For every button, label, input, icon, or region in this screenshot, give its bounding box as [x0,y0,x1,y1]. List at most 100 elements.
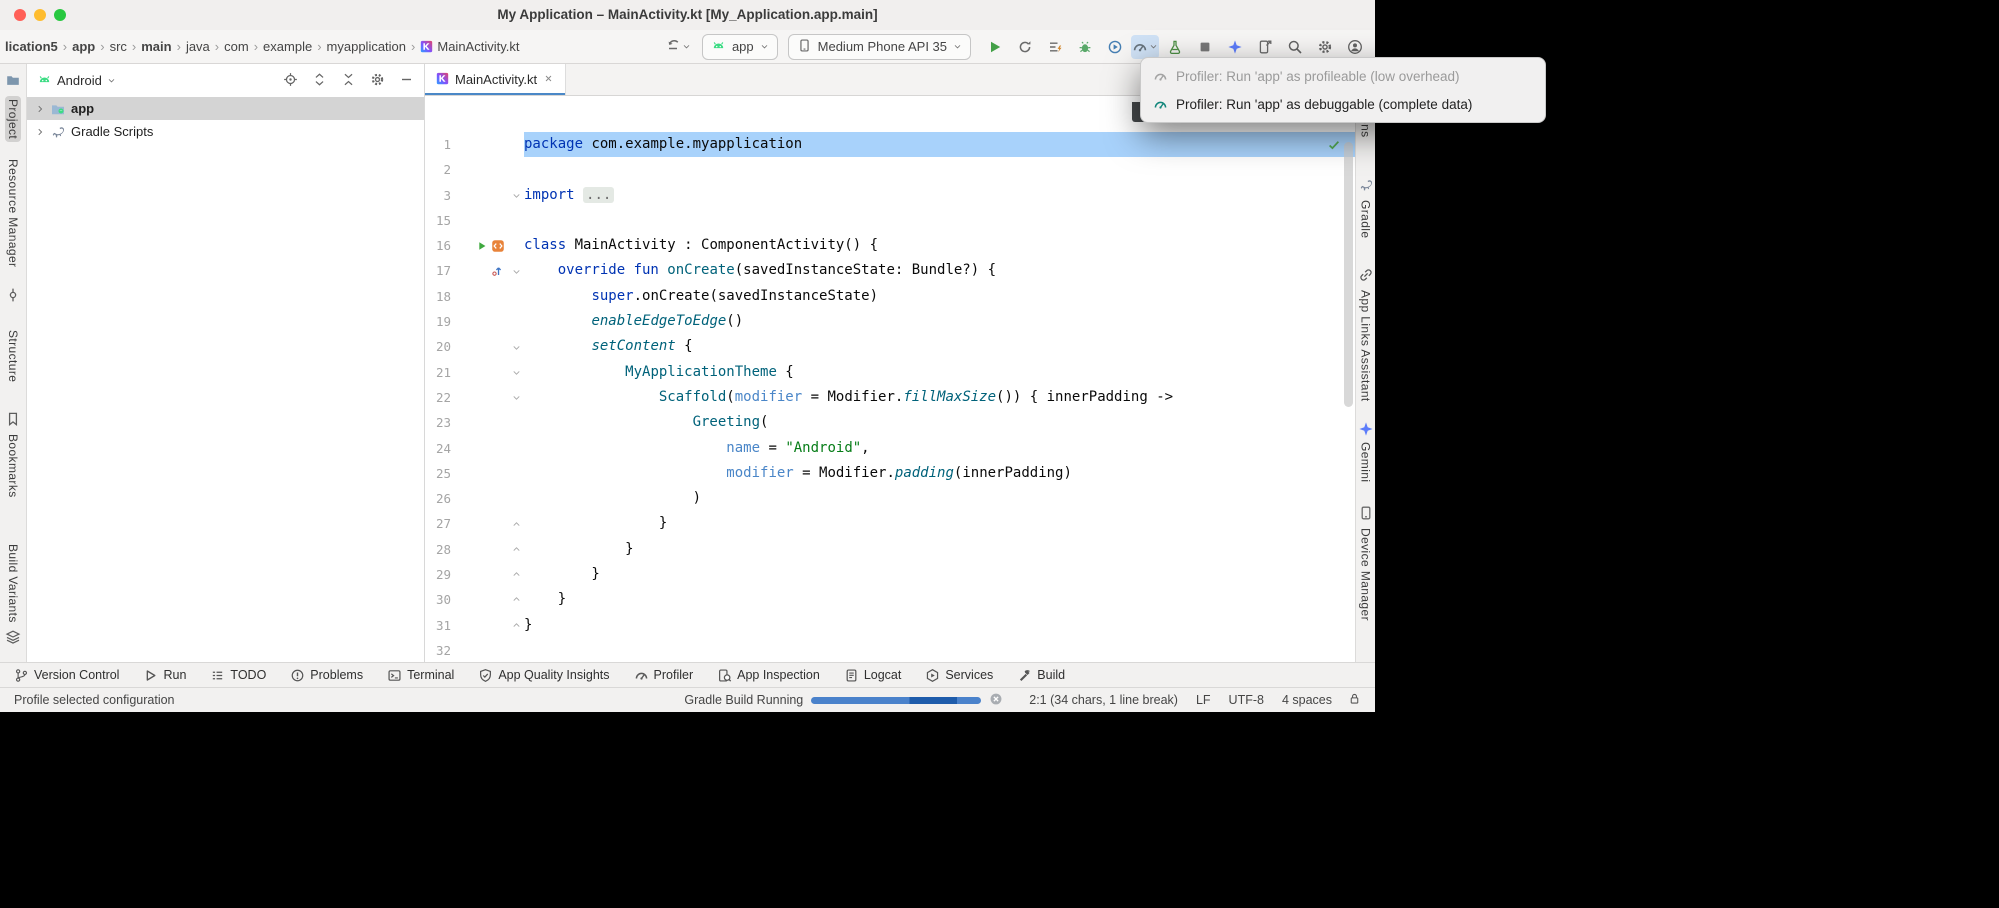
code-text[interactable] [524,157,1355,182]
fold-marker[interactable] [508,385,524,410]
tree-item-app[interactable]: app [27,97,424,120]
code-text[interactable]: Scaffold(modifier = Modifier.fillMaxSize… [658,388,1174,405]
toolwindow-button-app-quality-insights[interactable]: App Quality Insights [478,668,610,683]
popup-item-profiler-run-app-as-profileable-lo[interactable]: Profiler: Run 'app' as profileable (low … [1141,62,1545,90]
editor-line-32[interactable]: 32 [425,638,1355,662]
profile-low-overhead-button[interactable] [1101,35,1129,59]
project-view-selector[interactable]: Android [57,73,102,88]
lock-icon[interactable] [1348,692,1361,708]
tool-stripe-gradle-button[interactable] [1358,177,1374,193]
search-everywhere-button[interactable] [1281,35,1309,59]
code-text[interactable]: override fun onCreate(savedInstanceState… [557,262,997,279]
editor-line-30[interactable]: 30 } [425,587,1355,612]
code-text[interactable]: Greeting( [692,414,769,431]
breadcrumb-item-main[interactable]: main [141,39,172,54]
minus-button[interactable] [399,72,414,90]
code-text[interactable] [524,638,1355,662]
editor-line-20[interactable]: 20 setContent { [425,334,1355,359]
toolwindow-button-build[interactable]: Build [1017,668,1065,683]
code-text[interactable]: name = "Android", [726,439,870,456]
tool-stripe-phone-button[interactable] [1358,505,1374,521]
status-item-2[interactable]: UTF-8 [1228,693,1264,707]
fold-marker[interactable] [508,511,524,536]
device-selector[interactable]: Medium Phone API 35 [787,33,971,60]
fold-marker[interactable] [508,587,524,612]
editor-line-15[interactable]: 15 [425,208,1355,233]
code-text[interactable]: super.onCreate(savedInstanceState) [591,287,879,304]
editor-line-23[interactable]: 23 Greeting( [425,410,1355,435]
code-text[interactable] [524,208,1355,233]
profiler-button[interactable] [1131,34,1159,59]
code-text[interactable]: } [524,616,533,633]
tool-button-gemini[interactable]: Gemini [1358,441,1373,483]
code-text[interactable]: import ... [524,183,1355,208]
toolwindow-button-version-control[interactable]: Version Control [14,668,119,683]
tool-button-structure[interactable]: Structure [6,329,20,382]
status-item-1[interactable]: LF [1195,693,1211,707]
target-button[interactable] [283,72,298,90]
zoom-window-button[interactable] [54,9,66,21]
toolwindow-button-app-inspection[interactable]: App Inspection [717,668,820,683]
editor-line-22[interactable]: 22 Scaffold(modifier = Modifier.fillMaxS… [425,385,1355,410]
editor-line-19[interactable]: 19 enableEdgeToEdge() [425,309,1355,334]
editor-line-31[interactable]: 31} [425,613,1355,638]
tool-button-resource-manager[interactable]: Resource Manager [6,159,20,268]
account-button[interactable] [1341,35,1369,59]
fold-marker[interactable] [508,334,524,359]
close-tab-icon[interactable] [543,72,554,87]
fold-marker[interactable] [508,360,524,385]
tool-button-gradle[interactable]: Gradle [1358,199,1373,238]
editor-line-18[interactable]: 18 super.onCreate(savedInstanceState) [425,284,1355,309]
breadcrumb-item-java[interactable]: java [185,39,210,54]
rerun-button[interactable] [1011,35,1039,59]
tool-button-project[interactable]: Project [5,96,21,143]
stop-button[interactable] [1191,35,1219,59]
breadcrumb-item-com[interactable]: com [224,39,249,54]
editor-line-2[interactable]: 2 [425,157,1355,182]
code-text[interactable]: class MainActivity : ComponentActivity()… [524,237,879,254]
breadcrumb-item-example[interactable]: example [263,39,313,54]
code-text[interactable]: MyApplicationTheme { [625,363,794,380]
status-item-0[interactable]: 2:1 (34 chars, 1 line break) [1029,693,1178,707]
tool-stripe-link-button[interactable] [1358,267,1374,283]
tool-button-build-variants[interactable]: Build Variants [6,543,20,623]
breadcrumb-item-src[interactable]: src [109,39,127,54]
gear-button[interactable] [370,72,385,90]
tool-button-device-manager[interactable]: Device Manager [1358,528,1373,622]
tool-button-bookmarks[interactable]: Bookmarks [6,433,20,498]
editor-line-29[interactable]: 29 } [425,562,1355,587]
tool-stripe-commit-button[interactable] [5,287,21,303]
breadcrumb-item-myapplication[interactable]: myapplication [326,39,407,54]
tool-button-app-links-assistant[interactable]: App Links Assistant [1358,289,1373,402]
toolwindow-button-profiler[interactable]: Profiler [634,668,693,683]
editor-line-21[interactable]: 21 MyApplicationTheme { [425,360,1355,385]
tool-stripe-layers-button[interactable] [5,629,21,645]
editor-scrollbar[interactable] [1344,142,1353,407]
code-text[interactable]: } [524,540,634,557]
breadcrumb-item-lication5[interactable]: lication5 [5,39,58,54]
code-text[interactable]: } [524,566,600,583]
editor-line-25[interactable]: 25 modifier = Modifier.padding(innerPadd… [425,461,1355,486]
test-button[interactable] [1161,35,1189,59]
inspections-check-icon[interactable] [1327,138,1341,157]
chevron-down-icon[interactable] [107,73,116,88]
code-text[interactable]: enableEdgeToEdge() [591,313,744,330]
editor-line-28[interactable]: 28 } [425,537,1355,562]
close-window-button[interactable] [14,9,26,21]
vcs-update-button[interactable] [664,35,692,59]
code-text[interactable]: package com.example.myapplication [524,132,1355,158]
breadcrumb-item-app[interactable]: app [72,39,96,54]
toolwindow-button-problems[interactable]: Problems [290,668,363,683]
fold-marker[interactable] [508,537,524,562]
debug-button[interactable] [1071,35,1099,59]
toolwindow-button-logcat[interactable]: Logcat [844,668,901,683]
popup-item-profiler-run-app-as-debuggable-com[interactable]: Profiler: Run 'app' as debuggable (compl… [1141,90,1545,118]
toolwindow-button-services[interactable]: Services [925,668,993,683]
cancel-build-icon[interactable] [989,692,1003,709]
tool-stripe-spark-button[interactable] [1358,421,1374,437]
code-text[interactable]: modifier = Modifier.padding(innerPadding… [726,464,1072,481]
